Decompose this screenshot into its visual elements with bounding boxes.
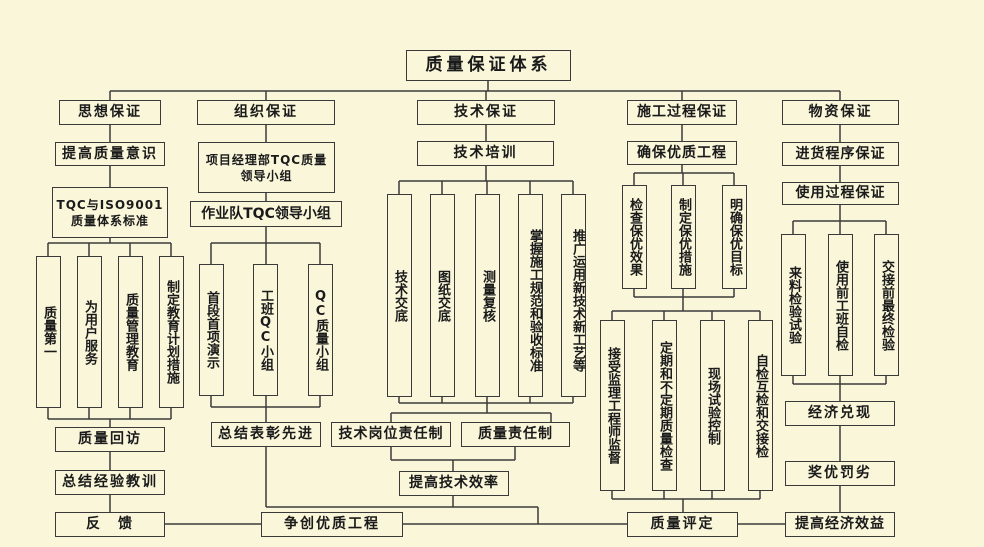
node-supervisor-oversight: 接受监理工程师监督 [600, 320, 625, 491]
node-quality-revisit: 质量回访 [55, 427, 165, 452]
node-clear-goals: 明确保优目标 [722, 185, 747, 289]
node-drawing-briefing: 图纸交底 [430, 194, 455, 397]
node-pm-tqc-group-line1: 项目经理部TQC质量 [205, 152, 328, 167]
node-periodic-inspection: 定期和不定期质量检查 [652, 320, 677, 491]
node-final-inspection: 交接前最终检验 [874, 234, 899, 376]
node-feedback: 反 馈 [55, 512, 165, 537]
node-technical-assurance: 技术保证 [417, 100, 555, 125]
node-field-test-control: 现场试验控制 [700, 320, 725, 491]
node-quality-mgmt-education: 质量管理教育 [118, 256, 143, 408]
node-team-qc-group: 工班QC小组 [253, 264, 278, 396]
node-strive-quality-project: 争创优质工程 [261, 512, 403, 537]
node-improve-tech-efficiency: 提高技术效率 [399, 471, 509, 496]
node-purchase-procedure: 进货程序保证 [782, 142, 899, 166]
node-team-tqc-group: 作业队TQC领导小组 [190, 201, 342, 227]
node-set-measures: 制定保优措施 [671, 185, 696, 289]
node-pre-use-self-check: 使用前工班自检 [828, 234, 853, 376]
node-quality-evaluation: 质量评定 [627, 512, 738, 537]
node-technical-briefing: 技术交底 [387, 194, 412, 397]
node-pm-tqc-group-line2: 领导小组 [240, 168, 293, 183]
node-tqc-iso9001-line2: 质量体系标准 [70, 213, 149, 228]
node-technical-training: 技术培训 [417, 141, 554, 166]
node-organizational-assurance: 组织保证 [197, 100, 335, 125]
node-material-assurance: 物资保证 [782, 100, 899, 125]
node-check-effect: 检查保优效果 [622, 185, 647, 289]
node-reward-punish: 奖优罚劣 [785, 461, 895, 486]
node-quality-responsibility: 质量责任制 [461, 422, 570, 447]
node-construction-assurance: 施工过程保证 [627, 100, 737, 125]
node-ensure-quality-project: 确保优质工程 [627, 141, 737, 165]
node-pm-tqc-group: 项目经理部TQC质量 领导小组 [198, 142, 335, 193]
node-quality-first: 质量第一 [36, 256, 61, 408]
node-tech-post-responsibility: 技术岗位责任制 [331, 422, 451, 447]
node-serve-users: 为用户服务 [77, 256, 102, 408]
node-economic-fulfillment: 经济兑现 [785, 401, 895, 426]
node-first-section-demo: 首段首项演示 [199, 264, 224, 396]
node-self-mutual-inspection: 自检互检和交接检 [748, 320, 773, 491]
diagram-title: 质量保证体系 [406, 50, 571, 81]
node-promote-new-tech: 推广运用新技术新工艺等 [561, 194, 586, 397]
node-commend-advanced: 总结表彰先进 [211, 422, 321, 447]
node-incoming-inspection: 来料检验试验 [781, 234, 806, 376]
node-education-plan: 制定教育计划措施 [159, 256, 184, 408]
node-summarize-lessons: 总结经验教训 [55, 470, 165, 495]
node-tqc-iso9001: TQC与ISO9001 质量体系标准 [52, 187, 168, 238]
node-qc-quality-group: QC质量小组 [308, 264, 333, 396]
node-improve-economic-benefit: 提高经济效益 [785, 512, 895, 537]
node-usage-process: 使用过程保证 [782, 182, 899, 205]
node-survey-check: 测量复核 [475, 194, 500, 397]
node-tqc-iso9001-line1: TQC与ISO9001 [56, 197, 164, 212]
node-ideological-assurance: 思想保证 [59, 100, 161, 125]
node-raise-quality-awareness: 提高质量意识 [55, 142, 165, 166]
node-master-standards: 掌握施工规范和验收标准 [518, 194, 543, 397]
